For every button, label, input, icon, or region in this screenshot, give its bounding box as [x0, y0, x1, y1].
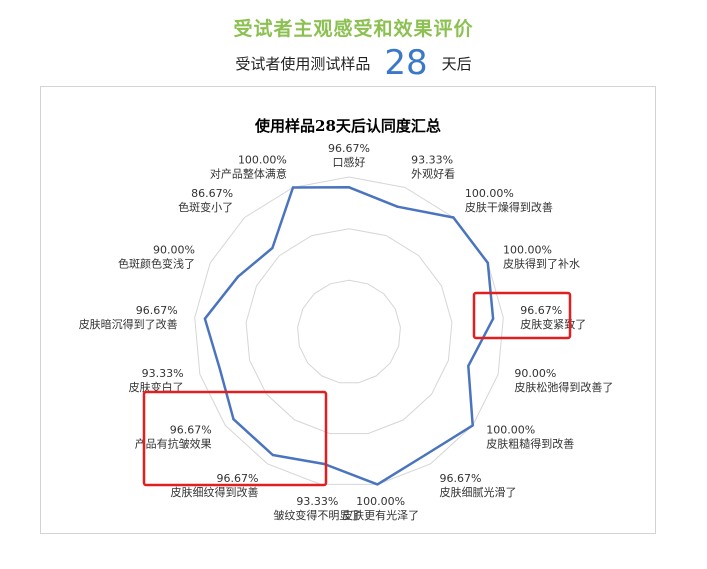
data-point	[291, 186, 295, 189]
subtitle-prefix: 受试者使用测试样品	[235, 54, 371, 73]
data-label: 100.00%	[486, 424, 535, 437]
data-point	[376, 483, 379, 486]
category-label: 对产品整体满意	[210, 167, 287, 181]
data-point	[396, 205, 399, 208]
data-point	[347, 186, 351, 189]
category-label: 皮肤变紧致了	[520, 317, 586, 331]
grid-ring	[297, 279, 401, 384]
data-label: 96.67%	[217, 472, 259, 485]
data-label: 93.33%	[142, 367, 184, 380]
category-label: 皮肤干燥得到改善	[465, 200, 553, 214]
category-label: 口感好	[333, 155, 366, 169]
day-count: 28	[384, 43, 428, 83]
highlight-box-wrinkles	[142, 390, 328, 487]
data-label: 100.00%	[356, 495, 405, 508]
data-label: 96.67%	[520, 304, 562, 317]
data-label: 93.33%	[296, 495, 338, 508]
data-point	[203, 317, 207, 320]
data-label: 93.33%	[411, 154, 453, 167]
data-point	[491, 317, 495, 320]
category-label: 皮肤更有光泽了	[342, 508, 419, 522]
category-label: 皮肤得到了补水	[503, 256, 580, 270]
data-point	[271, 453, 274, 457]
category-label: 皮肤变白了	[129, 380, 184, 394]
radar-series	[203, 186, 495, 486]
category-label: 皮肤暗沉得到了改善	[79, 317, 178, 331]
data-label: 96.67%	[136, 304, 178, 317]
category-label: 皮肤细腻光滑了	[440, 485, 517, 499]
data-point	[236, 275, 240, 278]
category-label: 外观好看	[411, 167, 455, 181]
data-label: 86.67%	[191, 187, 233, 200]
data-label: 90.00%	[514, 367, 556, 380]
category-label: 色斑变小了	[178, 200, 233, 214]
category-label: 皮肤松弛得到改善了	[514, 380, 613, 394]
data-label: 100.00%	[238, 154, 287, 167]
data-label: 90.00%	[153, 243, 195, 256]
data-point	[424, 453, 427, 457]
data-point	[218, 367, 221, 370]
series-line	[203, 186, 495, 486]
category-label: 皮肤粗糙得到改善	[486, 437, 574, 451]
data-label: 96.67%	[328, 142, 370, 155]
grid-ring	[245, 228, 453, 435]
category-label: 产品有抗皱效果	[135, 437, 212, 451]
data-label: 96.67%	[440, 472, 482, 485]
data-label: 100.00%	[503, 243, 552, 256]
data-point	[486, 261, 489, 265]
data-point	[232, 418, 235, 421]
category-label: 皮肤细纹得到改善	[171, 485, 259, 499]
data-point	[467, 364, 470, 368]
data-label: 96.67%	[170, 424, 212, 437]
highlight-box-firmness	[472, 291, 572, 340]
category-label: 色斑颜色变浅了	[118, 256, 195, 270]
page-title: 受试者主观感受和效果评价	[233, 18, 474, 40]
chart-title: 使用样品28天后认同度汇总	[255, 117, 441, 135]
category-label: 皱纹变得不明显了	[273, 508, 361, 522]
data-label: 100.00%	[465, 187, 514, 200]
data-point	[271, 246, 274, 250]
subtitle-suffix: 天后	[441, 54, 472, 73]
data-point	[452, 216, 455, 219]
data-point	[471, 424, 474, 427]
subtitle: 受试者使用测试样品 28 天后	[0, 46, 707, 80]
highlight-boxes	[142, 291, 572, 487]
